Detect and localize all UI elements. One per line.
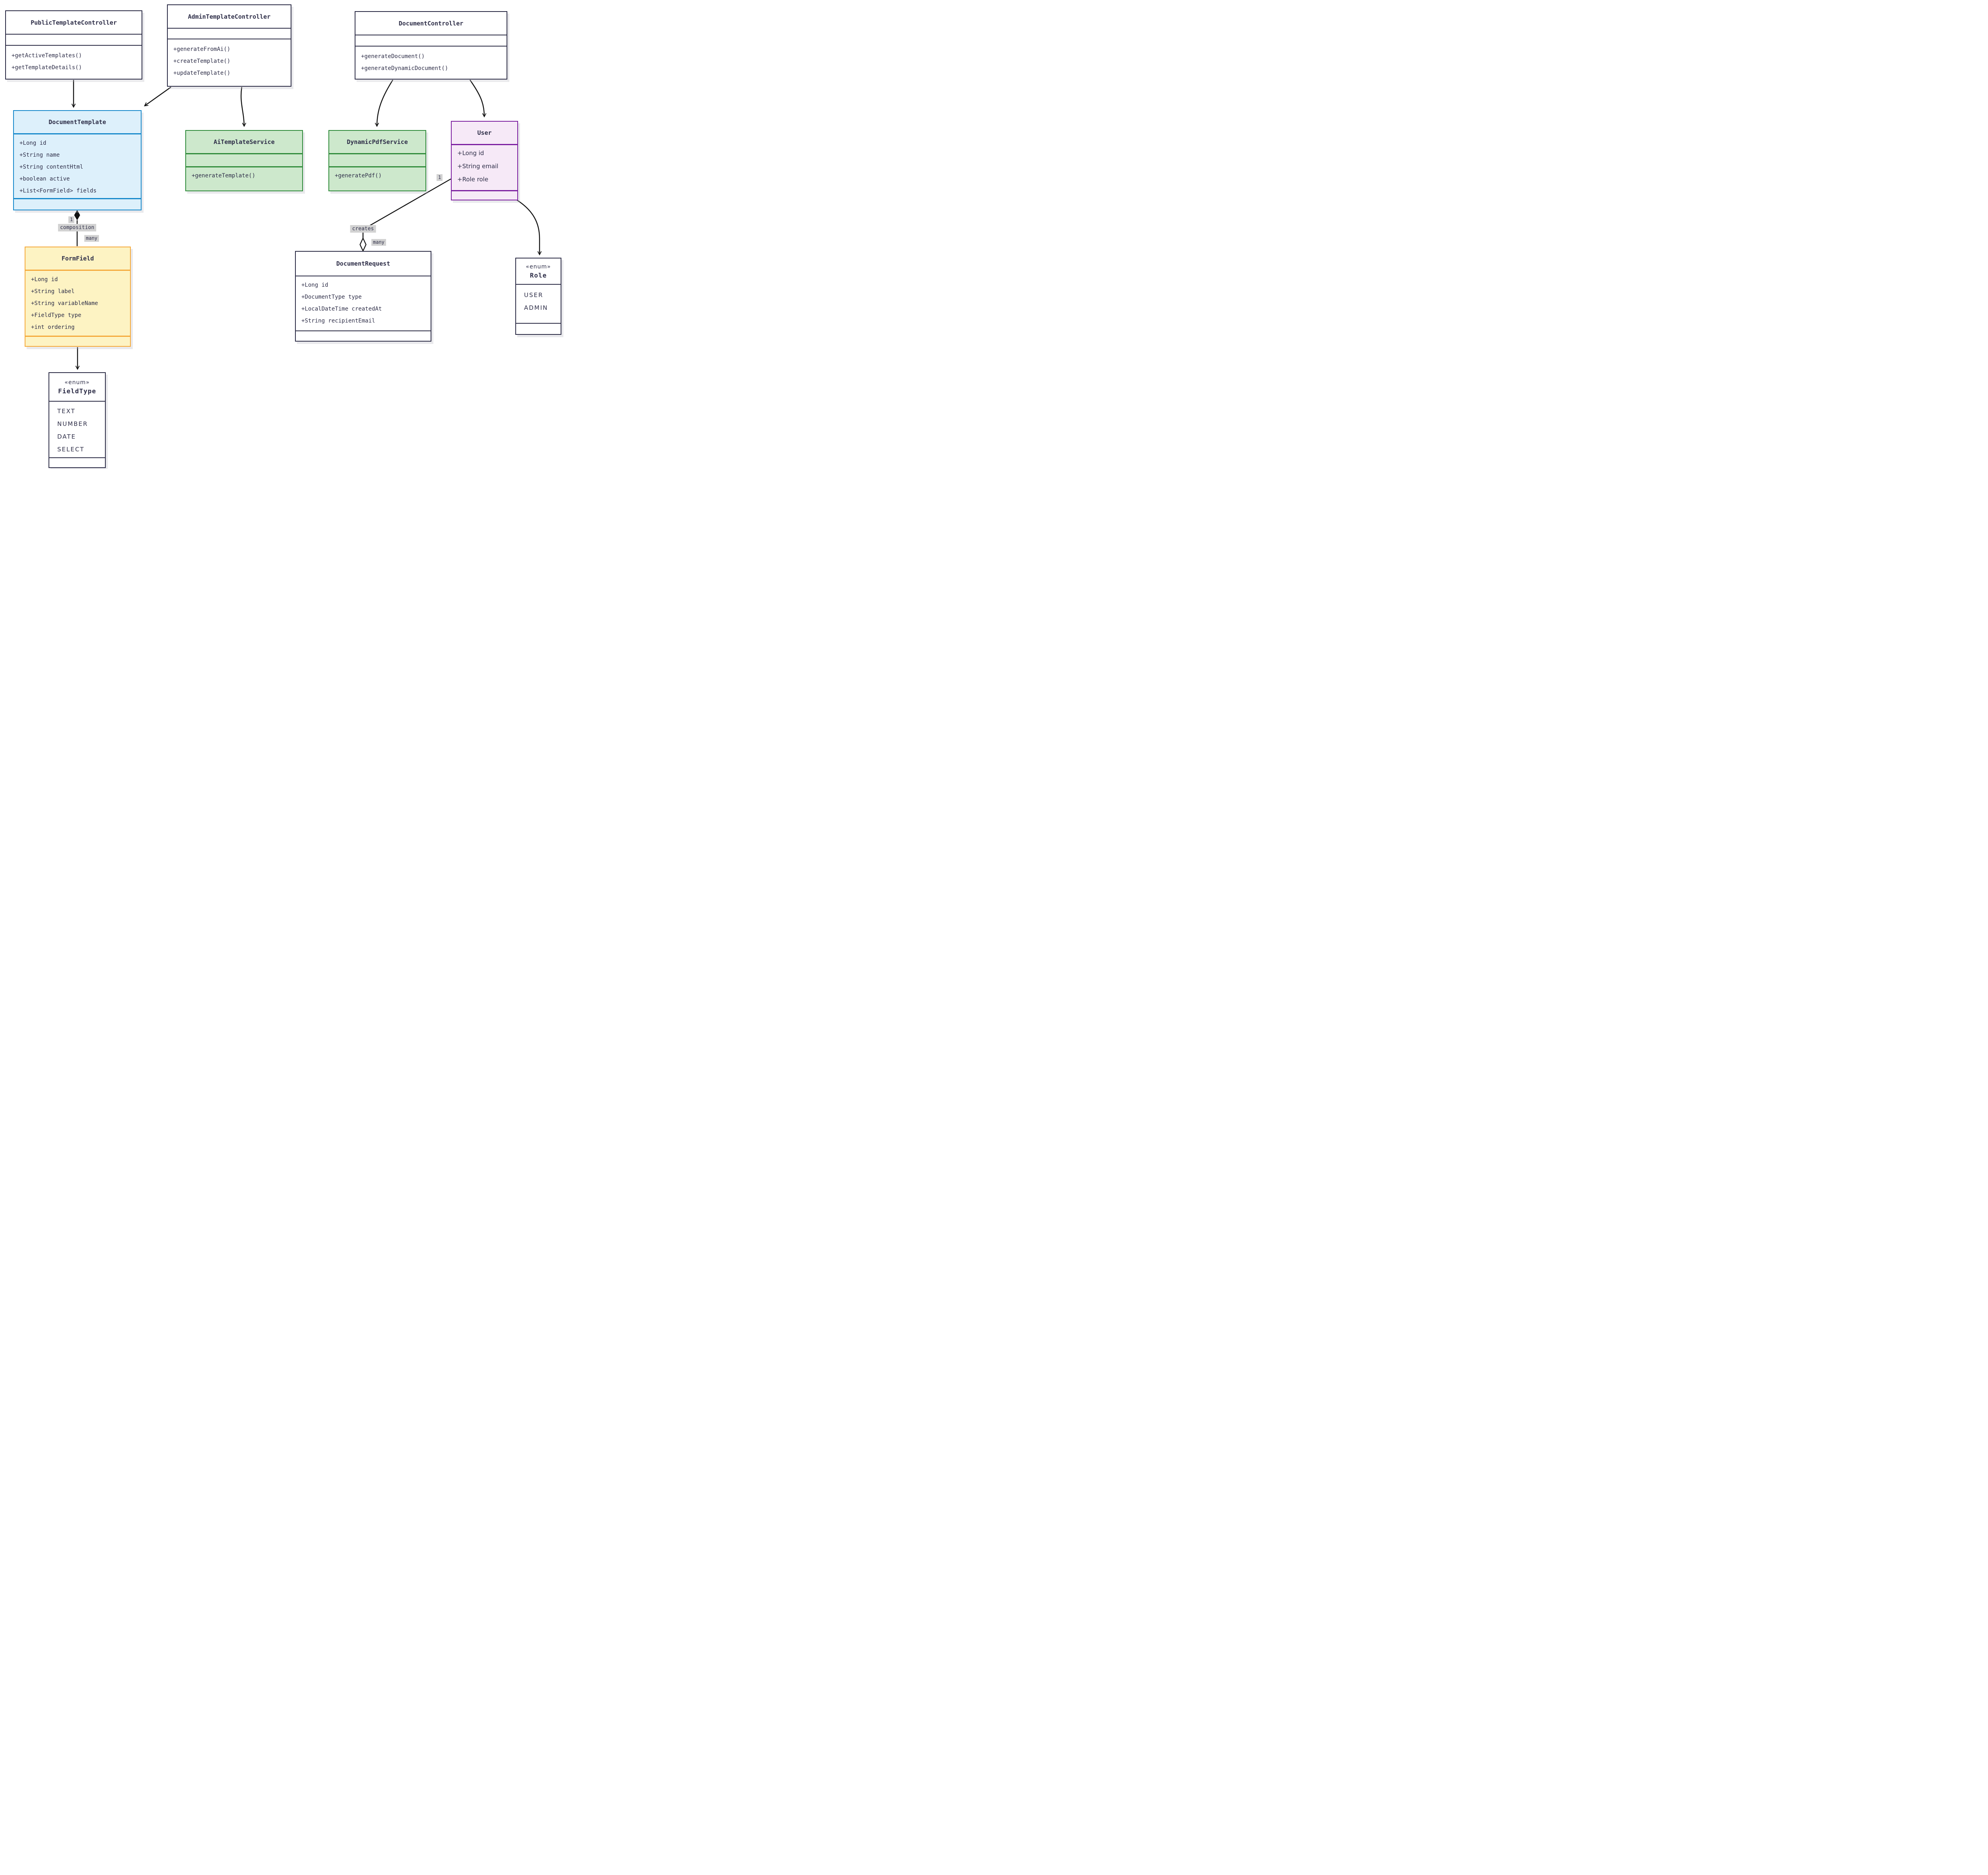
aggregation-open-diamond (359, 237, 367, 252)
enum-name: FieldType (58, 387, 96, 395)
enum-value: SELECT (57, 446, 85, 453)
attributes-section (329, 154, 425, 167)
arrow-admincontroller-to-documenttemplate (144, 87, 171, 107)
composition-filled-diamond (74, 210, 80, 220)
attributes-section (186, 154, 302, 167)
class-form-field: FormField +Long id +String label +String… (25, 247, 131, 347)
enum-stereotype: «enum» (526, 263, 551, 270)
class-document-controller: DocumentController +generateDocument() +… (355, 11, 507, 80)
enum-value: NUMBER (57, 420, 88, 427)
composition-label: composition (58, 224, 97, 231)
methods-section (14, 199, 141, 210)
arrow-admincontroller-to-aitemplateservice (241, 87, 247, 127)
class-ai-template-service: AiTemplateService +generateTemplate() (185, 130, 303, 191)
creates-source-multiplicity: 1 (437, 174, 443, 181)
methods-section (516, 324, 561, 334)
creates-label: creates (350, 225, 376, 233)
attribute: +int ordering (31, 324, 75, 330)
attributes-section: +Long id +String name +String contentHtm… (14, 134, 141, 199)
methods-section: +generatePdf() (329, 167, 425, 190)
methods-section: +generateTemplate() (186, 167, 302, 190)
arrow-documentcontroller-to-user (470, 80, 487, 118)
method: +generateDynamicDocument() (361, 65, 448, 72)
attributes-section (168, 29, 291, 39)
enum-stereotype: «enum» (64, 379, 90, 386)
attributes-section: +Long id +String label +String variableN… (25, 271, 130, 337)
class-title: DynamicPdfService (329, 131, 425, 154)
composition-source-multiplicity: 1 (68, 216, 75, 223)
enum-values-section: USER ADMIN (516, 285, 561, 324)
method: +generatePdf() (335, 173, 382, 179)
method: +generateTemplate() (192, 173, 256, 179)
attribute: +String email (457, 163, 499, 170)
class-title: AiTemplateService (186, 131, 302, 154)
attribute: +String label (31, 288, 75, 295)
class-title: FormField (25, 247, 130, 271)
composition-target-multiplicity: many (84, 235, 99, 242)
enum-field-type: «enum» FieldType TEXT NUMBER DATE SELECT (49, 372, 106, 468)
methods-section: +generateFromAi() +createTemplate() +upd… (168, 39, 291, 86)
attribute: +String variableName (31, 300, 98, 307)
method: +getTemplateDetails() (12, 64, 82, 71)
class-public-template-controller: PublicTemplateController +getActiveTempl… (5, 10, 142, 80)
methods-section: +getActiveTemplates() +getTemplateDetail… (6, 46, 142, 79)
arrow-user-to-role (516, 199, 542, 256)
enum-title: «enum» FieldType (49, 373, 105, 402)
class-title: DocumentRequest (296, 252, 431, 276)
methods-section (296, 331, 431, 341)
attributes-section: +Long id +String email +Role role (452, 145, 517, 191)
class-title: DocumentController (355, 12, 507, 35)
creates-target-multiplicity: many (371, 239, 386, 246)
method: +getActiveTemplates() (12, 52, 82, 59)
enum-title: «enum» Role (516, 258, 561, 285)
attribute: +Long id (457, 150, 484, 157)
methods-section (25, 337, 130, 346)
enum-values-section: TEXT NUMBER DATE SELECT (49, 402, 105, 458)
attribute: +FieldType type (31, 312, 82, 319)
class-document-template: DocumentTemplate +Long id +String name +… (13, 110, 142, 210)
arrow-documentcontroller-to-dynamicpdfservice (375, 80, 394, 127)
enum-name: Role (530, 271, 547, 279)
attribute: +boolean active (19, 176, 70, 182)
method: +generateFromAi() (173, 46, 231, 52)
class-document-request: DocumentRequest +Long id +DocumentType t… (295, 251, 431, 342)
enum-value: ADMIN (524, 304, 548, 311)
enum-value: DATE (57, 433, 76, 440)
attribute: +Long id (31, 276, 58, 283)
method: +generateDocument() (361, 53, 425, 60)
attributes-section (6, 35, 142, 46)
enum-value: TEXT (57, 408, 76, 415)
methods-section (49, 458, 105, 467)
class-title: AdminTemplateController (168, 5, 291, 29)
attribute: +LocalDateTime createdAt (301, 306, 382, 312)
class-title: User (452, 122, 517, 145)
class-title: PublicTemplateController (6, 11, 142, 35)
enum-value: USER (524, 291, 544, 299)
attribute: +String contentHtml (19, 164, 83, 170)
methods-section: +generateDocument() +generateDynamicDocu… (355, 47, 507, 79)
class-dynamic-pdf-service: DynamicPdfService +generatePdf() (328, 130, 426, 191)
enum-role: «enum» Role USER ADMIN (515, 258, 561, 335)
class-title: DocumentTemplate (14, 111, 141, 134)
attribute: +Long id (301, 282, 328, 288)
attribute: +String name (19, 152, 60, 158)
method: +updateTemplate() (173, 70, 231, 76)
class-user: User +Long id +String email +Role role (451, 121, 518, 200)
attributes-section: +Long id +DocumentType type +LocalDateTi… (296, 276, 431, 331)
uml-diagram-canvas: PublicTemplateController +getActiveTempl… (0, 0, 564, 469)
class-admin-template-controller: AdminTemplateController +generateFromAi(… (167, 4, 291, 87)
attributes-section (355, 35, 507, 47)
attribute: +Long id (19, 140, 47, 146)
attribute: +Role role (457, 176, 489, 183)
attribute: +List<FormField> fields (19, 188, 97, 194)
methods-section (452, 191, 517, 200)
method: +createTemplate() (173, 58, 231, 64)
attribute: +String recipientEmail (301, 318, 375, 324)
attribute: +DocumentType type (301, 294, 362, 300)
